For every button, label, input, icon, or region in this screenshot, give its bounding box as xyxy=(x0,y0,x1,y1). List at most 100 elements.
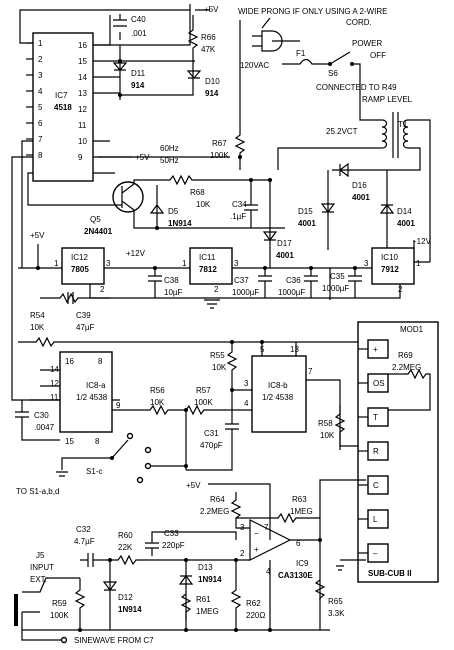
r64-label: R64 xyxy=(210,495,225,504)
p12-label: +12V xyxy=(126,249,146,258)
ic12-name: IC12 xyxy=(71,253,88,262)
c34-cap xyxy=(244,180,258,228)
t1-label: T1 xyxy=(398,120,408,129)
d12-diode xyxy=(102,560,118,630)
p5-ic7: +5V xyxy=(135,153,150,162)
ic11-name: IC11 xyxy=(199,253,216,262)
ic7-left-pin: 5 xyxy=(38,103,43,112)
mod1-pad-label: + xyxy=(373,345,378,354)
r66-value: 47K xyxy=(201,45,216,54)
wire xyxy=(30,369,252,416)
ic9-pin4: 4 xyxy=(266,567,271,576)
q5-part: 2N4401 xyxy=(84,227,113,236)
d16-value: 4001 xyxy=(352,193,370,202)
f1-label: F1 xyxy=(296,49,306,58)
ic7-left-pin: 1 xyxy=(38,39,43,48)
c36-value: 1000µF xyxy=(278,288,305,297)
ic7-right-pin: 13 xyxy=(78,89,87,98)
r59-label: R59 xyxy=(52,599,67,608)
r64-value: 2.2MEG xyxy=(200,507,229,516)
d16-label: D16 xyxy=(352,181,367,190)
d5-label: D5 xyxy=(168,207,179,216)
c35-value: 1000µF xyxy=(322,284,349,293)
ic9-opamp xyxy=(249,519,292,561)
ic7-right-pin: 15 xyxy=(78,57,87,66)
mod1-pad xyxy=(367,407,389,427)
c37-value: 1000µF xyxy=(232,288,259,297)
c37-cap xyxy=(258,268,272,298)
wire xyxy=(27,172,75,206)
ic8b-part: 1/2 4538 xyxy=(262,393,294,402)
r61-value: 1MEG xyxy=(196,607,219,616)
wire xyxy=(56,457,112,477)
note-wide-prong: WIDE PRONG IF ONLY USING A 2-WIRE xyxy=(238,7,388,16)
c38-value: 10µF xyxy=(164,288,183,297)
mod1-pad-label: T xyxy=(373,413,378,422)
ic11-pin3: 3 xyxy=(234,259,239,268)
note-to-s1: TO S1-a,b,d xyxy=(16,487,59,496)
j5-jack-icon xyxy=(14,594,18,626)
ic9-pin6: 6 xyxy=(296,539,301,548)
ic8a-body xyxy=(59,351,113,433)
note-ramp: RAMP LEVEL xyxy=(362,95,413,104)
ic10-part: 7912 xyxy=(381,265,399,274)
r60-resistor xyxy=(110,554,187,620)
ic12-body xyxy=(61,247,105,285)
ic7-left-pin: 8 xyxy=(38,151,43,160)
ic12-part: 7805 xyxy=(71,265,89,274)
c31-value: 470pF xyxy=(200,441,223,450)
ic8a-pin9: 9 xyxy=(116,401,121,410)
r56-label: R56 xyxy=(150,386,165,395)
ic9-plus: + xyxy=(254,545,259,554)
p5-reg: +5V xyxy=(30,231,45,240)
ic11-body xyxy=(189,247,233,285)
ic8a-pin15: 15 xyxy=(65,437,74,446)
s1c-label: S1-c xyxy=(86,467,102,476)
r55-value: 10K xyxy=(212,363,227,372)
mod1-pad xyxy=(367,543,389,563)
f1-fuse xyxy=(282,58,330,65)
c32-label: C32 xyxy=(76,525,91,534)
m12-label: -12V xyxy=(414,237,432,246)
r54-resistor xyxy=(18,336,360,348)
p5-ic9: +5V xyxy=(186,481,201,490)
c33-cap xyxy=(145,531,237,556)
d13-diode xyxy=(178,575,194,585)
wire xyxy=(93,15,120,94)
ic7-left-pin: 6 xyxy=(38,119,43,128)
c32-value: 4.7µF xyxy=(74,537,95,546)
vac-label: 120VAC xyxy=(240,61,269,70)
ic8a-pin8b: 8 xyxy=(95,437,100,446)
ic11-part: 7812 xyxy=(199,265,217,274)
c38-label: C38 xyxy=(164,276,179,285)
d14-value: 4001 xyxy=(397,219,415,228)
d11-label: D11 xyxy=(131,69,146,78)
ic8b-body xyxy=(251,355,307,433)
ic7-right-pin: 10 xyxy=(78,137,87,146)
ic8b-pin7: 7 xyxy=(308,367,313,376)
ic9-pin7: 7 xyxy=(264,523,269,532)
wire xyxy=(319,479,366,600)
wire xyxy=(22,577,80,613)
wire xyxy=(189,4,210,11)
r54-value: 10K xyxy=(30,323,45,332)
d12-value: 1N914 xyxy=(118,605,142,614)
r69-value: 2.2MEG xyxy=(392,363,421,372)
d11-value: 914 xyxy=(131,81,145,90)
d10-label: D10 xyxy=(205,77,220,86)
ic12-pin1: 1 xyxy=(54,259,59,268)
ic10-pin1: 1 xyxy=(416,259,421,268)
r66-resistor xyxy=(120,15,199,96)
s1c-switch xyxy=(111,439,129,459)
r63-label: R63 xyxy=(292,495,307,504)
r62-label: R62 xyxy=(246,599,261,608)
d17-diode xyxy=(262,180,278,268)
ic7-left-pin: 3 xyxy=(38,71,43,80)
r57-label: R57 xyxy=(196,386,211,395)
plug-icon xyxy=(252,30,283,52)
d17-label: D17 xyxy=(277,239,292,248)
q5-leads xyxy=(75,183,135,211)
power-off: OFF xyxy=(370,51,386,60)
note-connected: CONNECTED TO R49 xyxy=(316,83,397,92)
ic9-pin2: 2 xyxy=(240,549,245,558)
